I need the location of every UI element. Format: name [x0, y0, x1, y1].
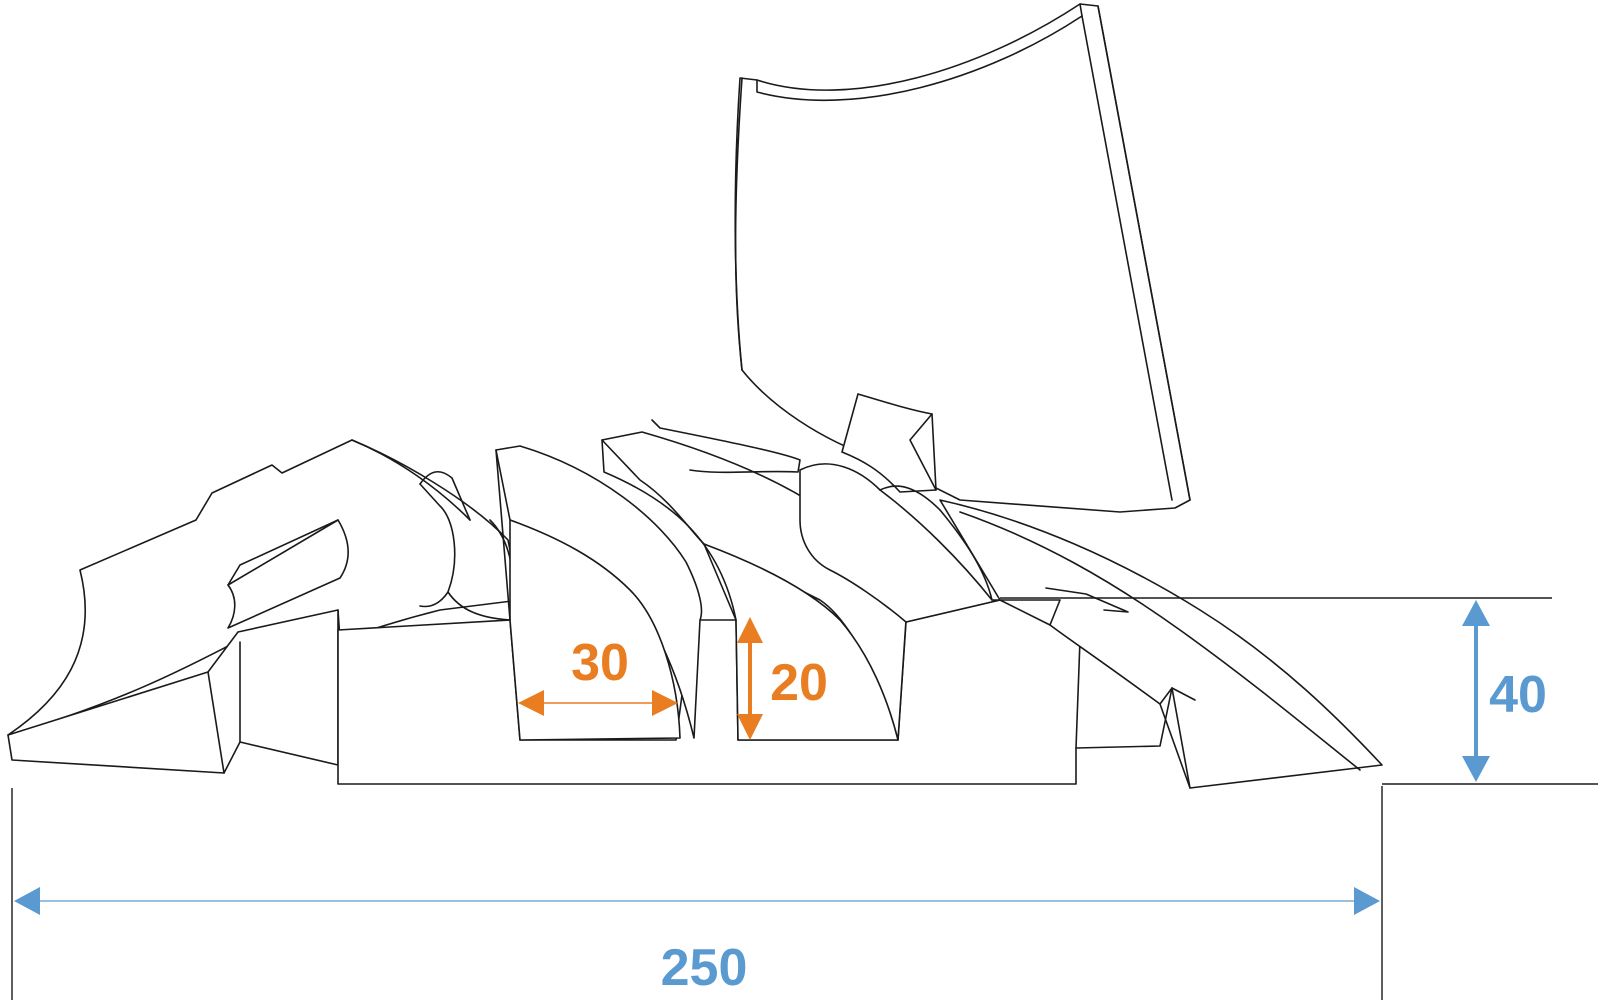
height-arrow-bottom [1462, 756, 1490, 782]
width-arrow-left [14, 887, 40, 915]
channel-height-arrow-top [737, 617, 763, 643]
total-height-label: 40 [1489, 666, 1547, 724]
main-body [337, 419, 1081, 785]
height-arrow-top [1462, 600, 1490, 626]
channel-width-dimension: 30 [518, 634, 678, 716]
total-width-dimension: 250 [11, 786, 1383, 1000]
channel-height-arrow-bottom [737, 714, 763, 740]
channel-height-dimension: 20 [737, 617, 828, 740]
total-height-dimension: 40 [1000, 597, 1598, 785]
right-ramp [939, 499, 1383, 789]
connector-block [841, 393, 937, 493]
channel-width-label: 30 [571, 634, 629, 692]
left-ramp [7, 439, 521, 774]
channel-height-label: 20 [770, 654, 828, 712]
total-width-label: 250 [661, 939, 748, 997]
channel-width-arrow-left [518, 690, 544, 716]
width-arrow-right [1354, 887, 1380, 915]
channel-width-arrow-right [652, 690, 678, 716]
back-plate [734, 3, 1191, 513]
